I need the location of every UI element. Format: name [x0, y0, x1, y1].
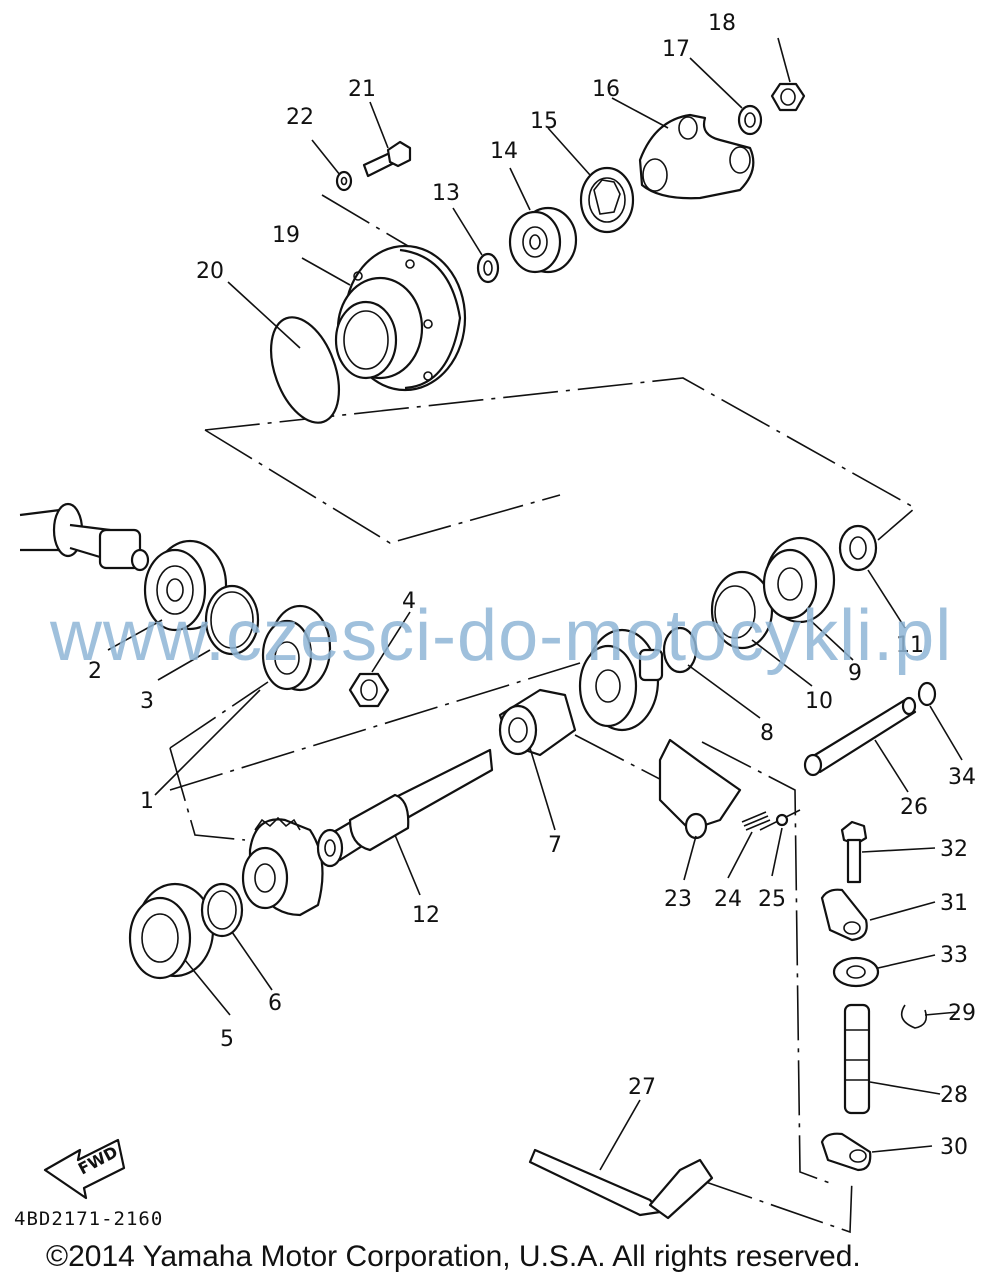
part-22-washer — [335, 170, 353, 192]
part-3-o-ring — [204, 584, 260, 656]
watermark-text: www.czesci-do-motocykli.pl — [50, 596, 953, 676]
label-10: 10 — [805, 689, 833, 714]
label-34: 34 — [948, 765, 976, 790]
part-32-bolt — [840, 820, 868, 884]
label-2: 2 — [88, 659, 102, 684]
label-22: 22 — [286, 105, 314, 130]
label-32: 32 — [940, 837, 968, 862]
label-20: 20 — [196, 259, 224, 284]
part-24-spring — [741, 811, 771, 831]
label-12: 12 — [412, 903, 440, 928]
leader-lines — [107, 37, 963, 1171]
part-29-circlip — [900, 1004, 928, 1029]
label-30: 30 — [940, 1135, 968, 1160]
part-34-o-ring — [917, 681, 937, 707]
part-21-bolt — [362, 140, 412, 178]
part-1-gear-upper — [261, 604, 332, 692]
part-5-bearing — [128, 882, 215, 980]
label-26: 26 — [900, 795, 928, 820]
label-31: 31 — [940, 891, 968, 916]
part-18-nut — [770, 82, 806, 112]
part-11-nut — [838, 524, 878, 572]
copyright-notice: ©2014 Yamaha Motor Corporation, U.S.A. A… — [46, 1240, 861, 1273]
label-18: 18 — [708, 11, 736, 36]
part-1-gear-lower — [241, 816, 324, 917]
part-27-shift-shaft — [528, 1148, 714, 1220]
part-15-seal — [579, 166, 635, 234]
part-30-lever — [820, 1132, 872, 1172]
part-12-shaft — [316, 748, 494, 868]
label-15: 15 — [530, 109, 558, 134]
part-9-bearing — [762, 536, 836, 624]
label-6: 6 — [268, 991, 282, 1016]
label-7: 7 — [548, 833, 562, 858]
label-29: 29 — [948, 1001, 976, 1026]
label-28: 28 — [940, 1083, 968, 1108]
part-4-nut — [348, 672, 390, 708]
part-20-gasket — [270, 316, 340, 424]
part-14-bearing — [508, 206, 578, 274]
input-shaft — [19, 502, 150, 572]
label-9: 9 — [848, 661, 862, 686]
part-8-o-ring — [662, 626, 698, 674]
label-1: 1 — [140, 789, 154, 814]
part-33-bearing — [832, 956, 880, 988]
part-number-labels: 1 2 3 4 5 6 7 8 9 10 11 12 13 14 15 16 1… — [88, 11, 976, 1160]
part-13-washer — [476, 252, 500, 284]
part-17-washer — [737, 104, 763, 136]
part-31-lever — [820, 888, 868, 942]
part-10-collar — [710, 570, 774, 650]
label-13: 13 — [432, 181, 460, 206]
label-27: 27 — [628, 1075, 656, 1100]
part-26-shaft — [803, 696, 917, 777]
label-11: 11 — [896, 633, 924, 658]
label-3: 3 — [140, 689, 154, 714]
part-28-shaft — [843, 1003, 871, 1115]
label-33: 33 — [940, 943, 968, 968]
label-8: 8 — [760, 721, 774, 746]
label-4: 4 — [402, 589, 416, 614]
label-24: 24 — [714, 887, 742, 912]
label-25: 25 — [758, 887, 786, 912]
part-6-washer — [200, 882, 244, 938]
part-19-housing — [334, 244, 467, 392]
label-17: 17 — [662, 37, 690, 62]
fwd-arrow-icon: FWD — [43, 1138, 126, 1200]
drawing-code: 4BD2171-2160 — [14, 1208, 164, 1230]
label-16: 16 — [592, 77, 620, 102]
part-23-shift-fork — [658, 738, 742, 840]
part-16-yoke — [638, 113, 755, 200]
part-7-dog-clutch — [498, 688, 577, 757]
label-14: 14 — [490, 139, 518, 164]
label-19: 19 — [272, 223, 300, 248]
label-23: 23 — [664, 887, 692, 912]
label-21: 21 — [348, 77, 376, 102]
part-25-ball — [775, 813, 789, 827]
label-5: 5 — [220, 1027, 234, 1052]
part-1-gear-mid — [578, 628, 664, 732]
